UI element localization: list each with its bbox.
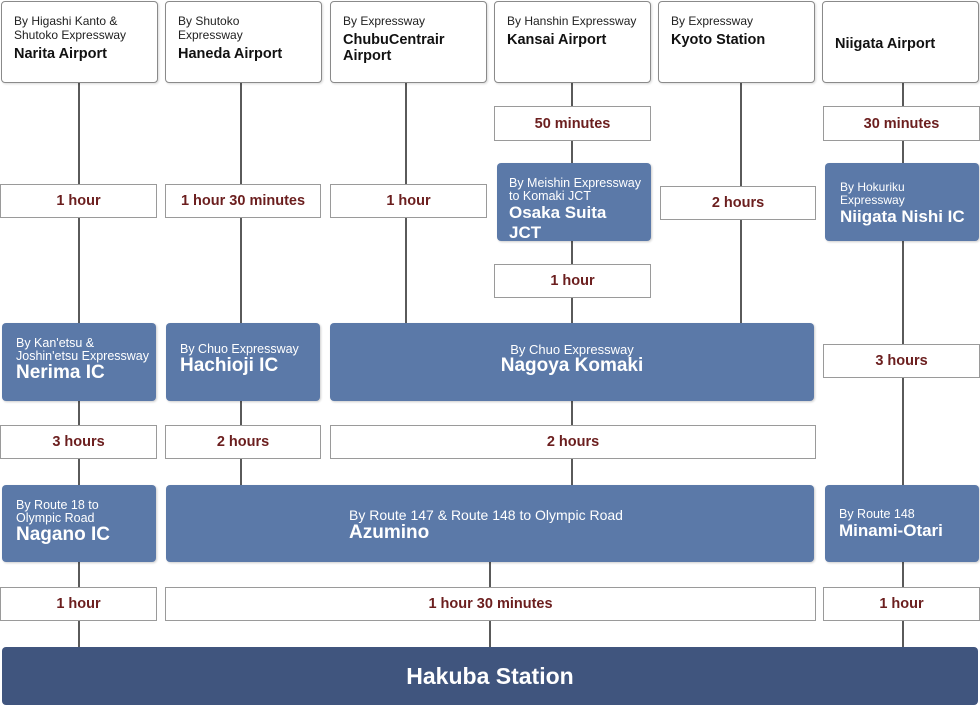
- node-route: By Kan'etsu & Joshin'etsu Expressway: [16, 336, 150, 363]
- node-route: By Route 147 & Route 148 to Olympic Road: [349, 507, 623, 523]
- node-azumino: By Route 147 & Route 148 to Olympic Road…: [166, 485, 814, 562]
- travel-time-label: 1 hour 30 minutes: [165, 587, 816, 621]
- origin-kyoto-station: By Expressway Kyoto Station: [658, 1, 815, 83]
- origin-route: By Expressway: [343, 14, 426, 28]
- travel-time-label: 3 hours: [823, 344, 980, 378]
- node-route: By Route 18 to Olympic Road: [16, 498, 99, 525]
- origin-route: By Hanshin Expressway: [507, 14, 637, 28]
- origin-haneda-airport: By Shutoko Expressway Haneda Airport: [165, 1, 322, 83]
- node-minami-otari: By Route 148 Minami-Otari: [825, 485, 979, 562]
- travel-time-label: 1 hour: [494, 264, 651, 298]
- node-name: Nerima IC: [16, 362, 105, 383]
- travel-time-label: 30 minutes: [823, 106, 980, 141]
- origin-name: Kyoto Station: [671, 32, 766, 48]
- travel-time-label: 50 minutes: [494, 106, 651, 141]
- node-name: Nagoya Komaki: [500, 355, 644, 376]
- travel-time-label: 1 hour: [823, 587, 980, 621]
- node-osaka-suita-jct: By Meishin Expressway to Komaki JCT Osak…: [497, 163, 651, 242]
- origin-route: By Higashi Kanto & Shutoko Expressway: [14, 14, 127, 42]
- node-niigata-nishi-ic: By Hokuriku Expressway Niigata Nishi IC: [825, 163, 979, 241]
- node-nagoya-komaki: By Chuo Expressway Nagoya Komaki: [330, 323, 814, 401]
- origin-niigata-airport: Niigata Airport: [822, 1, 979, 83]
- origin-route: By Shutoko Expressway: [178, 14, 243, 42]
- node-nerima-ic: By Kan'etsu & Joshin'etsu Expressway Ner…: [2, 323, 156, 401]
- origin-name: ChubuCentrair Airport: [343, 32, 445, 64]
- node-name: Hachioji IC: [180, 355, 279, 376]
- node-name: Nagano IC: [16, 524, 110, 545]
- node-name: Osaka Suita JCT: [509, 203, 607, 242]
- node-name: Minami-Otari: [839, 521, 943, 540]
- node-route: By Route 148: [839, 507, 915, 521]
- travel-time-label: 1 hour: [0, 587, 157, 621]
- node-name: Niigata Nishi IC: [840, 207, 965, 226]
- origin-narita-airport: By Higashi Kanto & Shutoko Expressway Na…: [1, 1, 158, 83]
- node-route: By Meishin Expressway to Komaki JCT: [509, 176, 641, 203]
- node-route: By Chuo Expressway: [510, 342, 634, 357]
- travel-time-label: 1 hour 30 minutes: [165, 184, 321, 218]
- node-hachioji-ic: By Chuo Expressway Hachioji IC: [166, 323, 320, 401]
- travel-time-label: 2 hours: [660, 186, 816, 220]
- origin-route: By Expressway: [671, 14, 754, 28]
- node-nagano-ic: By Route 18 to Olympic Road Nagano IC: [2, 485, 156, 562]
- origin-chubu-centrair-airport: By Expressway ChubuCentrair Airport: [330, 1, 487, 83]
- origin-name: Haneda Airport: [178, 46, 283, 62]
- node-name: Azumino: [349, 522, 430, 543]
- origin-kansai-airport: By Hanshin Expressway Kansai Airport: [494, 1, 651, 83]
- node-route: By Hokuriku Expressway: [840, 180, 905, 207]
- destination-hakuba-station: Hakuba Station: [2, 647, 978, 705]
- travel-time-label: 3 hours: [0, 425, 157, 459]
- travel-time-label: 1 hour: [0, 184, 157, 218]
- origin-name: Kansai Airport: [507, 32, 607, 48]
- node-route: By Chuo Expressway: [180, 342, 299, 356]
- connector-line: [240, 82, 242, 487]
- travel-time-label: 2 hours: [165, 425, 321, 459]
- travel-time-label: 1 hour: [330, 184, 487, 218]
- origin-name: Niigata Airport: [835, 36, 936, 52]
- travel-time-label: 2 hours: [330, 425, 816, 459]
- origin-name: Narita Airport: [14, 46, 107, 62]
